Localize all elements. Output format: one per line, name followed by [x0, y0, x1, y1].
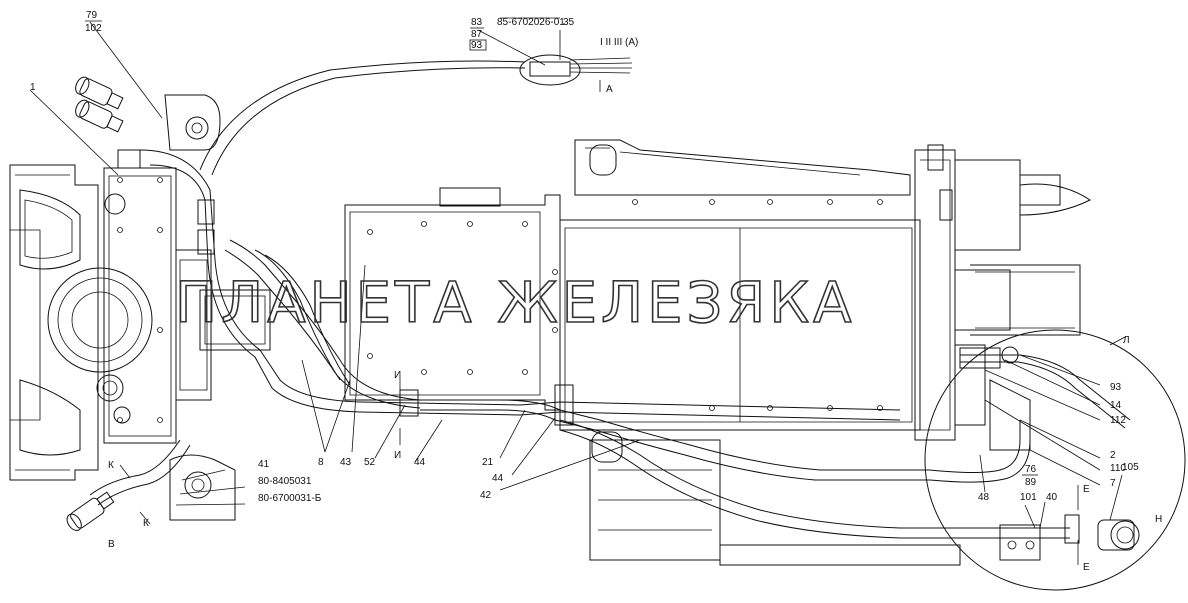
pipe-fittings — [197, 199, 1140, 561]
callout-43: 43 — [340, 457, 352, 468]
mount-bracket-bottom — [169, 454, 236, 521]
part-80-6700031-b: 80-6700031-Б — [258, 493, 322, 504]
callout-87: 87 — [471, 29, 483, 40]
callout-labels: 79 102 1 83 87 93 85-6702026-01 35 I II … — [30, 10, 1162, 573]
callout-93-top: 93 — [471, 40, 483, 51]
section-e-1: Е — [1083, 484, 1090, 495]
callout-1: 1 — [30, 82, 36, 93]
section-k-1: К — [108, 460, 114, 471]
zone-l-label: Л — [1123, 335, 1130, 346]
engine-housing — [9, 164, 99, 481]
callout-110: 110 — [1110, 463, 1126, 474]
view-a-label: A — [606, 84, 613, 95]
view-h-label: Н — [1155, 514, 1162, 525]
callout-8: 8 — [318, 457, 324, 468]
connector-a — [519, 54, 633, 86]
roman-numerals: I II III (A) — [600, 37, 638, 48]
callout-48: 48 — [978, 492, 990, 503]
callout-21: 21 — [482, 457, 494, 468]
callout-44-a: 44 — [414, 457, 426, 468]
callout-42: 42 — [480, 490, 492, 501]
rear-axle-housing — [914, 144, 1091, 451]
zone-l-circle — [924, 329, 1186, 591]
callout-102: 102 — [85, 23, 102, 34]
distributor-block — [47, 167, 271, 444]
callout-7: 7 — [1110, 478, 1116, 489]
callout-40: 40 — [1046, 492, 1058, 503]
callout-76: 76 — [1025, 464, 1037, 475]
section-e-2: Е — [1083, 562, 1090, 573]
callout-41: 41 — [258, 459, 270, 470]
part-85-6702026-01: 85-6702026-01 — [497, 17, 565, 28]
callout-35: 35 — [563, 17, 575, 28]
callout-83: 83 — [471, 17, 483, 28]
callout-44-b: 44 — [492, 473, 504, 484]
watermark-text: ПЛАНЕТА ЖЕЛЕЗЯКА — [175, 271, 855, 336]
section-k-2: К — [143, 518, 149, 529]
quick-couplings-top — [75, 76, 141, 169]
section-i-2: И — [394, 450, 401, 461]
callout-112: 112 — [1110, 415, 1126, 426]
callout-89: 89 — [1025, 477, 1037, 488]
mount-bracket-top — [164, 94, 221, 151]
callout-14: 14 — [1110, 400, 1122, 411]
callout-2: 2 — [1110, 450, 1116, 461]
callout-105: 105 — [1122, 462, 1139, 473]
pipe-bundle — [89, 60, 1131, 539]
section-i-1: И — [394, 370, 401, 381]
callout-79: 79 — [86, 10, 98, 21]
gearbox-frame — [344, 139, 961, 566]
callout-93: 93 — [1110, 382, 1122, 393]
callout-52: 52 — [364, 457, 376, 468]
leader-lines — [29, 17, 1126, 565]
callout-101: 101 — [1020, 492, 1037, 503]
part-80-8405031: 80-8405031 — [258, 476, 312, 487]
view-b-label: B — [108, 539, 115, 550]
quick-coupling-bottom — [66, 491, 115, 531]
